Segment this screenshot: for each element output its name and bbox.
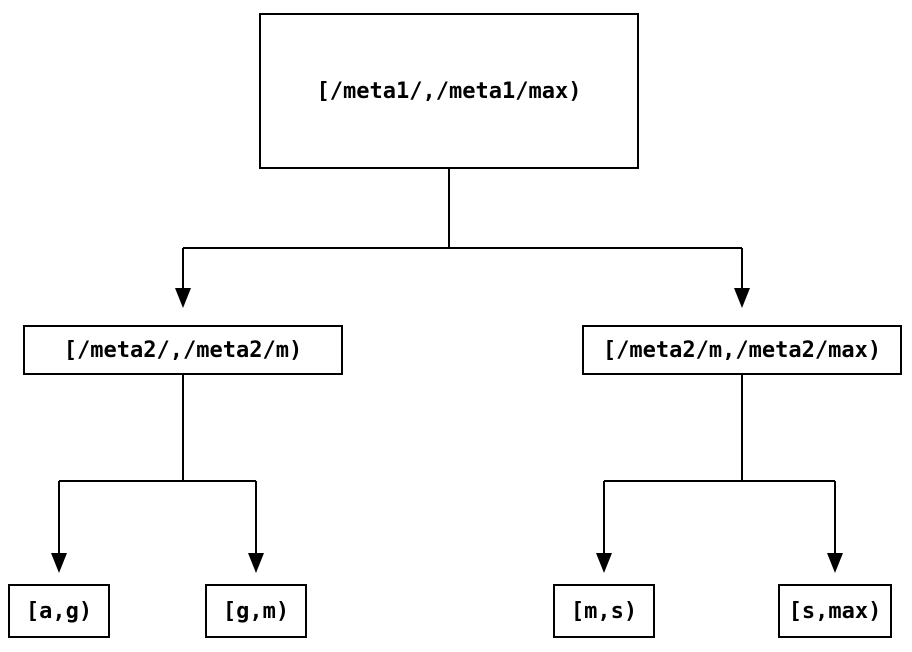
arrowhead-down-icon [734,288,750,308]
tree-node-meta2-low-label: [/meta2/,/meta2/m) [63,337,303,363]
tree-node-leaf-g-m-label: [g,m) [222,598,290,624]
arrowhead-down-icon [596,553,612,573]
arrowhead-down-icon [248,553,264,573]
tree-node-leaf-g-m: [g,m) [205,584,307,638]
arrowhead-down-icon [827,553,843,573]
tree-node-leaf-a-g: [a,g) [8,584,110,638]
tree-node-leaf-s-max: [s,max) [778,584,892,638]
edge-root-to-children [182,169,743,288]
tree-node-leaf-m-s-label: [m,s) [570,598,638,624]
tree-node-meta2-high: [/meta2/m,/meta2/max) [582,325,902,375]
tree-node-leaf-s-max-label: [s,max) [788,598,882,624]
tree-node-leaf-m-s: [m,s) [553,584,655,638]
tree-node-leaf-a-g-label: [a,g) [25,598,93,624]
edge-meta2-low-to-children [58,375,257,553]
tree-node-meta2-low: [/meta2/,/meta2/m) [23,325,343,375]
edge-meta2-high-to-children [603,375,836,553]
arrowhead-down-icon [175,288,191,308]
arrowhead-down-icon [51,553,67,573]
tree-node-root: [/meta1/,/meta1/max) [259,13,639,169]
tree-node-root-label: [/meta1/,/meta1/max) [316,78,582,104]
tree-node-meta2-high-label: [/meta2/m,/meta2/max) [602,337,882,363]
